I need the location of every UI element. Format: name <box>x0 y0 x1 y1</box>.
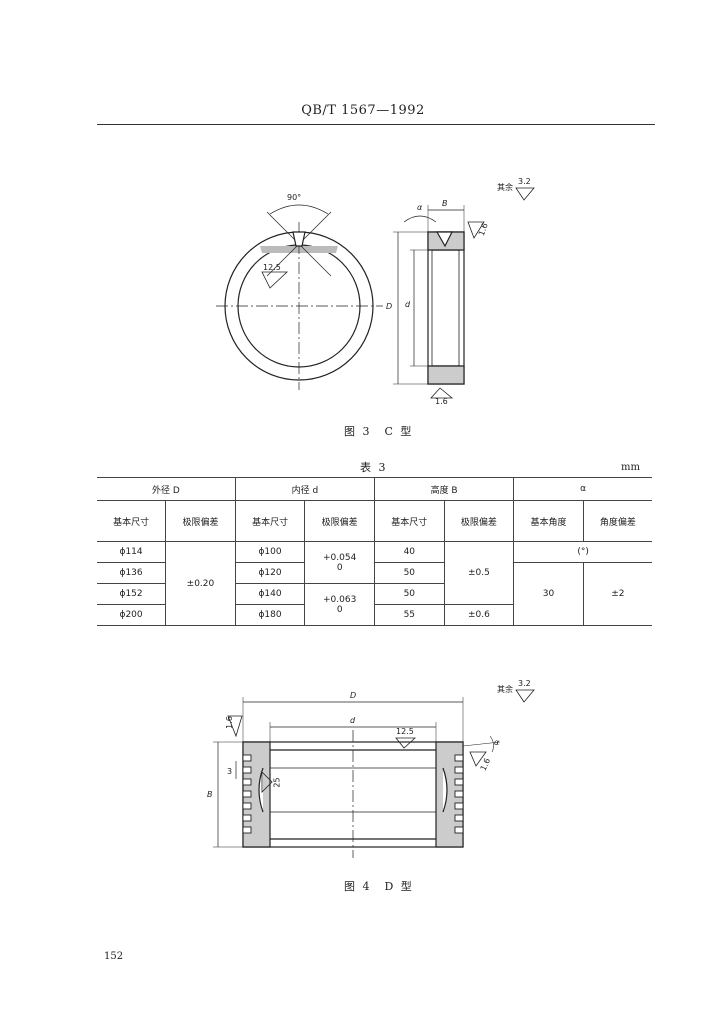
fig4-rest-value: 3.2 <box>518 679 531 688</box>
cell-inner-tol-1-upper: +0.054 <box>323 552 357 563</box>
fig4-rest-label: 其余 <box>497 685 513 694</box>
th-sub: 基本角度 <box>530 517 567 528</box>
fig4-roughness-inner: 12.5 <box>396 727 414 736</box>
fig3-rest-value: 3.2 <box>518 177 531 186</box>
th-height: 高度 B <box>373 477 515 501</box>
cell-height-tol-1: ±0.5 <box>443 541 515 605</box>
table-3-unit: mm <box>621 462 640 473</box>
figure-4-caption: 图 4 D 型 <box>344 880 414 893</box>
cell-angle-tol: ±2 <box>582 562 652 626</box>
figure-3-caption: 图 3 C 型 <box>344 425 414 438</box>
fig4-dim-d: d <box>350 716 356 725</box>
page-number: 152 <box>104 951 124 962</box>
fig3-dim-alpha: α <box>417 203 423 212</box>
fig3-roughness-top: 12.5 <box>263 263 281 272</box>
header-rule <box>97 124 655 125</box>
fig4-roughness-left: 1.6 <box>224 716 234 729</box>
fig3-roughness-bottom: 1.6 <box>435 397 448 406</box>
fig4-dim-alpha: α <box>494 738 500 747</box>
cell-height-tol-2: ±0.6 <box>443 604 515 626</box>
cell-outer-size: ϕ200 <box>97 604 167 626</box>
fig4-dim-3: 3 <box>227 767 233 776</box>
fig4-dim-D: D <box>350 691 357 700</box>
fig4-dim-B: B <box>207 790 213 799</box>
table-3-title: 表 3 <box>360 461 388 474</box>
cell-inner-size: ϕ180 <box>234 604 306 626</box>
fig3-dim-d: d <box>405 300 411 309</box>
cell-inner-tol-2-upper: +0.063 <box>323 594 357 605</box>
fig3-rest-label: 其余 <box>497 183 513 192</box>
cell-inner-tol-2: +0.063 0 <box>304 583 375 626</box>
ring-side-view <box>393 187 535 399</box>
cell-inner-tol-1-lower: 0 <box>336 562 343 573</box>
document-header-title: QB/T 1567—1992 <box>301 103 425 118</box>
fig3-angle-label: 90° <box>287 193 302 202</box>
cell-outer-tol: ±0.20 <box>165 541 236 626</box>
th-sub: 极限偏差 <box>304 500 375 542</box>
table-3: 外径 D 内径 d 高度 B α 基本尺寸 极限偏差 基本尺寸 极限偏差 基本尺… <box>97 477 652 626</box>
ring-front-view <box>216 204 383 390</box>
cell-inner-tol-2-lower: 0 <box>336 604 343 615</box>
cell-angle-basic: 30 <box>513 562 584 626</box>
fig4-roughness-groove: 25 <box>272 777 282 788</box>
fig3-dim-B: B <box>442 199 448 208</box>
fig3-dim-D: D <box>386 302 393 311</box>
th-sub: 基本尺寸 <box>97 500 167 542</box>
